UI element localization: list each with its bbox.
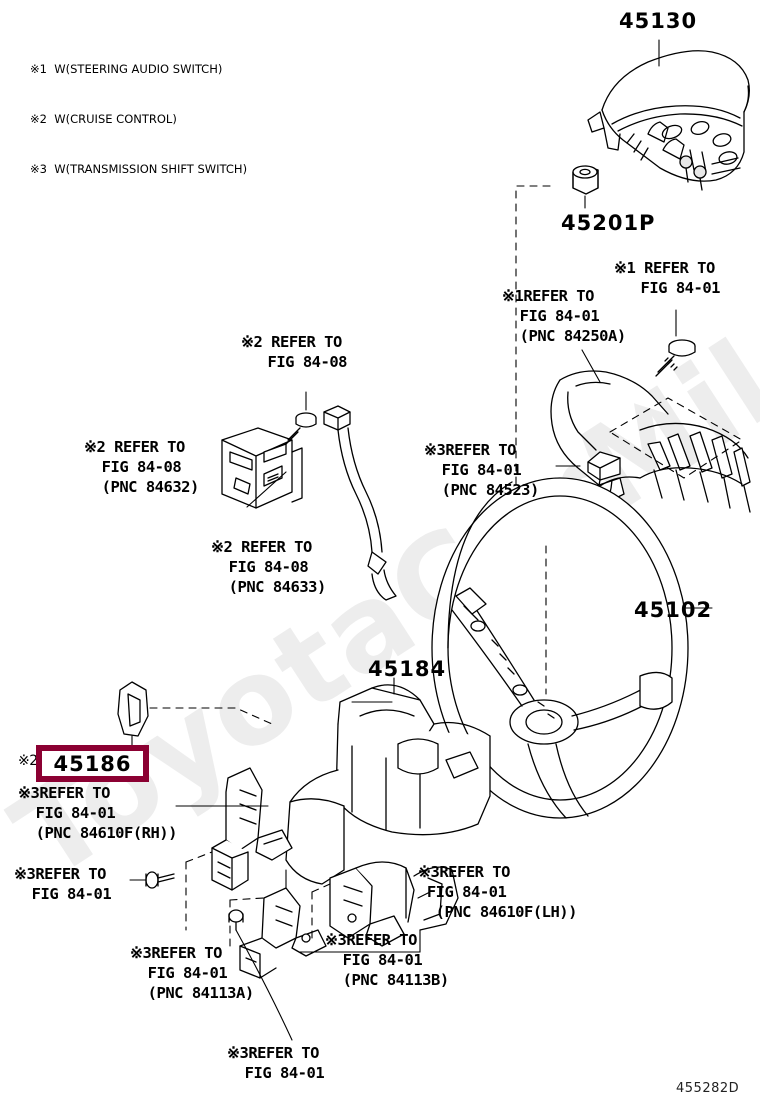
part-number-45130: 45130 — [619, 9, 698, 33]
audio-switch-assembly-drawing — [550, 370, 751, 513]
steering-wheel-drawing — [431, 477, 713, 819]
airbag-module-drawing — [587, 39, 750, 191]
cruise-switch-drawing — [221, 391, 397, 601]
refer-label-cruise-screw: ※2 REFER TO FIG 84-08 — [241, 333, 347, 372]
screw-audio-switch-drawing — [655, 309, 696, 377]
part-number-45186: 45186 — [53, 751, 132, 776]
screw-left-drawing — [129, 871, 175, 889]
column-cover-45184-drawing — [285, 677, 491, 885]
refer-label-shift-84113a: ※3REFER TO FIG 84-01 (PNC 84113A) — [130, 944, 254, 1003]
diagram-code: 455282D — [676, 1081, 740, 1096]
refer-label-shift-screw-bottom: ※3REFER TO FIG 84-01 — [227, 1044, 325, 1083]
bracket-lh-drawing — [299, 861, 459, 953]
bracket-rh-drawing — [175, 767, 293, 931]
legend-block: ※1 W(STEERING AUDIO SWITCH) ※2 W(CRUISE … — [30, 28, 247, 211]
refer-label-shift-84113b: ※3REFER TO FIG 84-01 (PNC 84113B) — [325, 931, 449, 990]
refer-label-shift-84523: ※3REFER TO FIG 84-01 (PNC 84523) — [424, 441, 539, 500]
highlight-mark-prefix: ※2 — [18, 753, 38, 769]
part-number-45102: 45102 — [634, 598, 713, 622]
refer-label-shift-84610f-rh: ※3REFER TO FIG 84-01 (PNC 84610F(RH)) — [18, 784, 177, 843]
refer-label-cruise-84633: ※2 REFER TO FIG 84-08 (PNC 84633) — [211, 538, 326, 597]
refer-label-audio-switch-84250a: ※1REFER TO FIG 84-01 (PNC 84250A) — [502, 287, 626, 346]
highlighted-part-number-box[interactable]: 45186 — [36, 745, 149, 782]
bracket-84113a-drawing — [229, 869, 327, 979]
nut-45201p-drawing — [515, 165, 599, 776]
refer-label-shift-screw-left: ※3REFER TO FIG 84-01 — [14, 865, 112, 904]
legend-line-3: ※3 W(TRANSMISSION SHIFT SWITCH) — [30, 162, 248, 177]
part-number-45184: 45184 — [368, 657, 447, 681]
legend-line-2: ※2 W(CRUISE CONTROL) — [30, 112, 177, 127]
screw-bottom-drawing — [228, 909, 293, 1041]
legend-line-1: ※1 W(STEERING AUDIO SWITCH) — [30, 62, 223, 77]
clip-45186-drawing — [117, 681, 273, 753]
leader-lines — [246, 349, 601, 703]
part-number-45201p: 45201P — [561, 211, 656, 235]
refer-label-audio-switch-screw: ※1 REFER TO FIG 84-01 — [614, 259, 720, 298]
refer-label-cruise-84632: ※2 REFER TO FIG 84-08 (PNC 84632) — [84, 438, 199, 497]
refer-label-shift-84610f-lh: ※3REFER TO FIG 84-01 (PNC 84610F(LH)) — [418, 863, 577, 922]
